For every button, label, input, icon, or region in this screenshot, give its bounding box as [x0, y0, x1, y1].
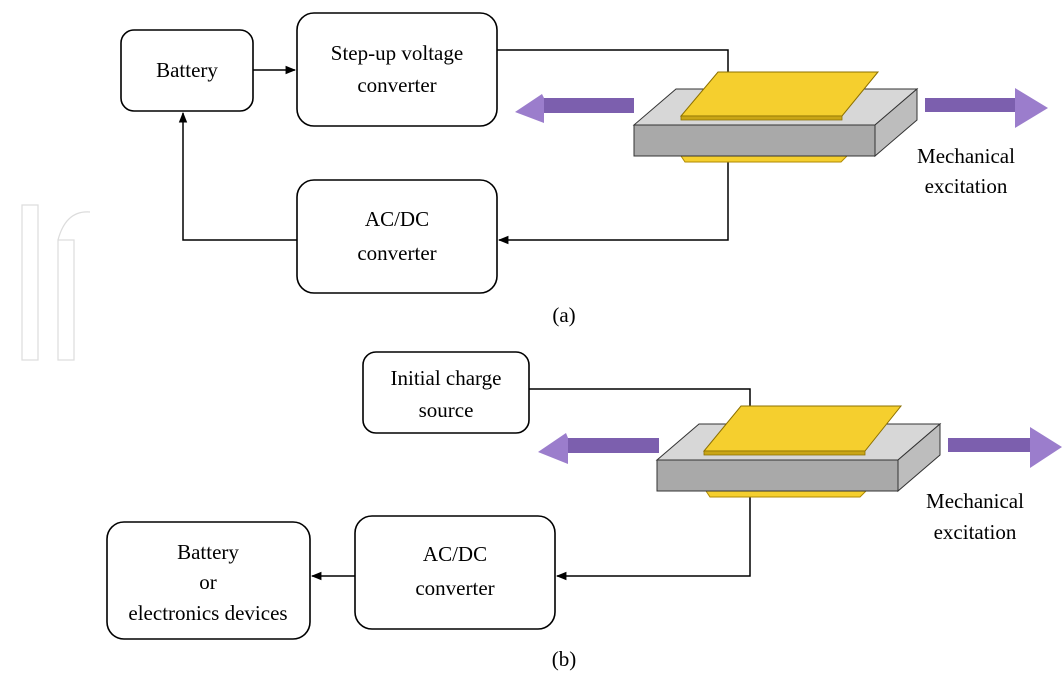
acdc-converter-box-b [354, 515, 556, 630]
step-up-converter-label-2: converter [357, 73, 436, 97]
acdc-converter-label-b1: AC/DC [423, 542, 487, 566]
wire-acdc-to-battery [178, 111, 297, 241]
substrate-front-b [656, 459, 899, 492]
right-excitation-arrow-a [925, 88, 1048, 128]
battery-or-devices-box [106, 521, 311, 640]
left-excitation-arrow-a [515, 94, 634, 123]
caption-a: (a) [552, 303, 575, 327]
top-electrode-edge-a [680, 115, 843, 121]
load-label-1: Battery [177, 540, 239, 564]
caption-b: (b) [552, 647, 577, 671]
acdc-converter-label-a1: AC/DC [365, 207, 429, 231]
substrate-front-a [633, 124, 876, 157]
mechanical-excitation-label-b2: excitation [934, 520, 1017, 544]
left-excitation-arrow-b [538, 433, 659, 464]
mechanical-excitation-label-a2: excitation [925, 174, 1008, 198]
acdc-converter-box-a [296, 179, 498, 294]
piezo-element-a [632, 71, 919, 163]
initial-charge-source-box [362, 351, 530, 434]
wire-electrode-to-acdc [497, 160, 729, 245]
top-electrode-edge-b [703, 450, 866, 456]
initial-charge-label-2: source [419, 398, 474, 422]
right-excitation-arrow-b [948, 427, 1062, 468]
load-label-3: electronics devices [128, 601, 287, 625]
bottom-electrode-a [680, 155, 849, 163]
bottom-electrode-b [705, 490, 868, 498]
mechanical-excitation-label-a1: Mechanical [917, 144, 1015, 168]
step-up-converter-label-1: Step-up voltage [331, 41, 463, 65]
load-label-2: or [199, 570, 217, 594]
initial-charge-label-1: Initial charge [391, 366, 502, 390]
panel-a: Battery Step-up voltage converter AC/DC … [120, 12, 1048, 327]
panel-b: Initial charge source AC/DC converter Ba… [106, 351, 1062, 671]
acdc-converter-label-a2: converter [357, 241, 436, 265]
wire-stepup-to-electrode [497, 49, 729, 94]
mechanical-excitation-label-b1: Mechanical [926, 489, 1024, 513]
watermark-logo [21, 204, 91, 361]
battery-label: Battery [156, 58, 218, 82]
acdc-converter-label-b2: converter [415, 576, 494, 600]
step-up-converter-box [296, 12, 498, 127]
piezo-element-b [655, 405, 942, 498]
wire-electrode-to-acdc-b [555, 497, 751, 581]
